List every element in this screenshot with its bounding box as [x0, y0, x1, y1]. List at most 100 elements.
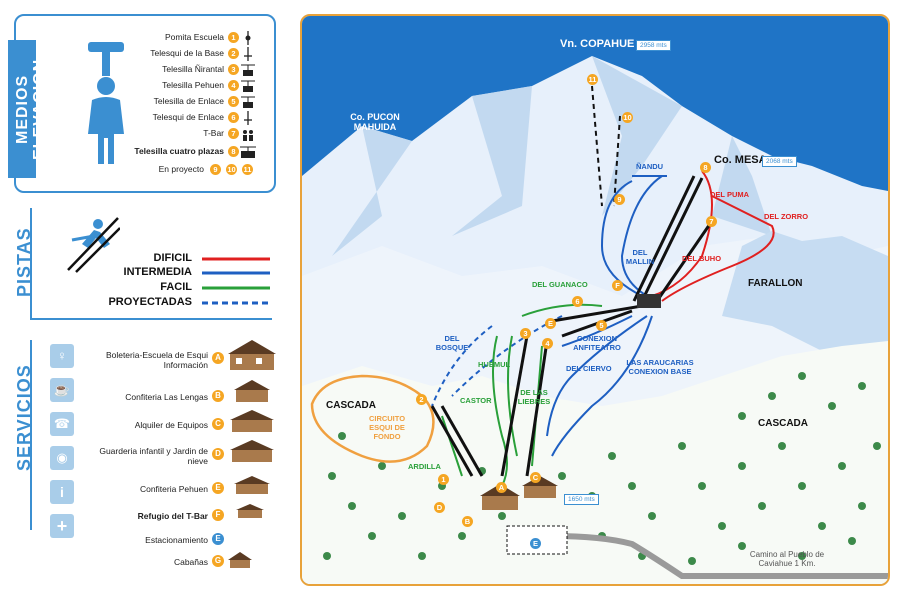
lift-row-project: En proyecto 9 10 11 — [100, 162, 270, 178]
elevation-title-text: MEDIOS ELEVACION — [14, 58, 48, 160]
quad-chairlift-icon — [240, 146, 256, 158]
pistas-underline — [30, 318, 272, 320]
trail-del-bosque — [431, 325, 493, 407]
project-number: 10 — [226, 164, 237, 175]
lift-8b — [632, 175, 696, 302]
trail-label-huemul: HUEMUL — [478, 360, 511, 369]
service-label: Cabañas — [173, 557, 208, 567]
projected-lift-11 — [591, 85, 603, 207]
service-letter: E — [212, 533, 224, 545]
cabin-icon — [228, 552, 252, 568]
trail-conexion-anfiteatro — [561, 315, 633, 347]
cascada-circuit — [310, 374, 435, 463]
chairlift-icon — [241, 96, 255, 108]
map-lift-10-marker: 10 — [622, 112, 633, 123]
lift-number: 6 — [228, 112, 239, 123]
servicios-bar — [30, 340, 32, 530]
service-label: Refugio del T-Bar — [137, 511, 208, 521]
map-a-marker: A — [496, 482, 507, 493]
service-buildings — [228, 340, 276, 568]
lift-row-2: Telesqui de la Base 2 — [100, 46, 270, 62]
lift-8 — [640, 177, 704, 302]
map-lift-7-marker: 7 — [706, 216, 717, 227]
lift-row-6: Telesqui de Enlace 6 — [100, 110, 270, 126]
base-lodge — [482, 496, 518, 510]
pistas-bar — [30, 208, 32, 320]
label-cascada-left: CASCADA — [326, 400, 376, 411]
first-aid-icon: + — [50, 514, 74, 538]
lift-row-1: Pomita Escuela 1 — [100, 30, 270, 46]
trail-del-ciervo — [546, 315, 648, 437]
legend-panel: MEDIOS ELEVACION Pomita Escuela 1 Telesq… — [0, 0, 292, 595]
lift-name: Telesqui de Enlace — [152, 112, 224, 122]
label-cascada-right: CASCADA — [758, 418, 808, 429]
building-d-icon — [230, 440, 274, 462]
lift-name: Telesilla Ñirantal — [162, 64, 224, 74]
lift-row-5: Telesilla de Enlace 5 — [100, 94, 270, 110]
map-c-marker: C — [530, 472, 541, 483]
lift-2 — [430, 405, 474, 477]
lift-4 — [525, 340, 549, 477]
service-label: Guarderia infantil y Jardin de nieve — [99, 446, 208, 466]
map-lift-4-marker: 4 — [542, 338, 553, 349]
project-label: En proyecto — [158, 164, 204, 174]
trail-label-del-guanaco: DEL GUANACO — [532, 280, 588, 289]
map-lift-5-marker: 5 — [596, 320, 607, 331]
lift-name: Telesilla Pehuen — [162, 80, 224, 90]
copahue-altitude: 2958 mts — [636, 40, 671, 51]
map-parking-marker: E — [530, 538, 541, 549]
tbar-double-icon — [243, 130, 253, 141]
trail-del-puma — [651, 170, 713, 297]
map-lift-11-marker: 11 — [587, 74, 598, 85]
trail-label-las-araucarias: LAS ARAUCARIAS CONEXION BASE — [626, 358, 694, 376]
lift-number: 3 — [228, 64, 239, 75]
lift-1 — [440, 405, 484, 477]
mountain-shadows — [332, 56, 772, 256]
tbar-icon — [244, 111, 252, 125]
difficulty-proyectadas-label: PROYECTADAS — [108, 296, 192, 308]
lift-name: T-Bar — [203, 128, 224, 138]
trail-castor — [507, 335, 518, 457]
map-artwork — [302, 16, 888, 584]
building-f-icon — [236, 504, 264, 518]
chairlift-icon — [241, 64, 255, 76]
peak-copahue: Vn. COPAHUE — [560, 38, 635, 50]
building-c-icon — [230, 410, 274, 432]
difficulty-facil-label: FACIL — [160, 281, 192, 293]
building-a-icon — [228, 340, 276, 370]
plate-icon: ◉ — [50, 446, 74, 470]
restroom-icon: ♀ — [50, 344, 74, 368]
label-farallon: FARALLON — [748, 278, 803, 289]
lift-row-8: Telesilla cuatro plazas 8 — [100, 144, 270, 160]
skier-icon — [67, 217, 120, 273]
elevation-title — [8, 40, 36, 178]
service-label: Confiteria Pehuen — [139, 484, 208, 494]
lift-number: 4 — [228, 80, 239, 91]
trail-ardilla — [441, 415, 463, 477]
trail-las-araucarias — [551, 315, 653, 457]
service-letter: A — [212, 352, 224, 364]
farallon-ridge — [722, 231, 888, 356]
difficulty-intermedia-label: INTERMEDIA — [123, 266, 192, 278]
building-b-icon — [234, 380, 270, 402]
trail-huemul — [492, 335, 508, 487]
trail-label-del-mallin: DEL MALLIN — [625, 248, 655, 266]
servicios-title: SERVICIOS — [14, 364, 34, 472]
trail-label-de-las-liebres: DE LAS LIEBRES — [517, 388, 551, 406]
service-label: Confiteria Las Lengas — [125, 392, 208, 402]
difficulty-dificil-label: DIFICIL — [153, 252, 193, 264]
service-letter: D — [212, 448, 224, 460]
base-altitude: 1650 mts — [564, 494, 599, 505]
map-lift-6-marker: 6 — [572, 296, 583, 307]
service-letter: G — [212, 555, 224, 567]
trail-del-guanaco — [521, 303, 603, 317]
service-label: Boleteria-Escuela de Esqui Información — [105, 350, 208, 370]
lift-name: Pomita Escuela — [164, 32, 224, 42]
difficulty-swatches — [202, 257, 270, 305]
service-letter: F — [212, 509, 224, 521]
forest — [302, 341, 888, 584]
peak-pucon-mahuida: Co. PUCON MAHUIDA — [350, 112, 400, 132]
project-number: 9 — [210, 164, 221, 175]
lift-name: Telesilla de Enlace — [153, 96, 224, 106]
map-lift-8-marker: 8 — [700, 162, 711, 173]
